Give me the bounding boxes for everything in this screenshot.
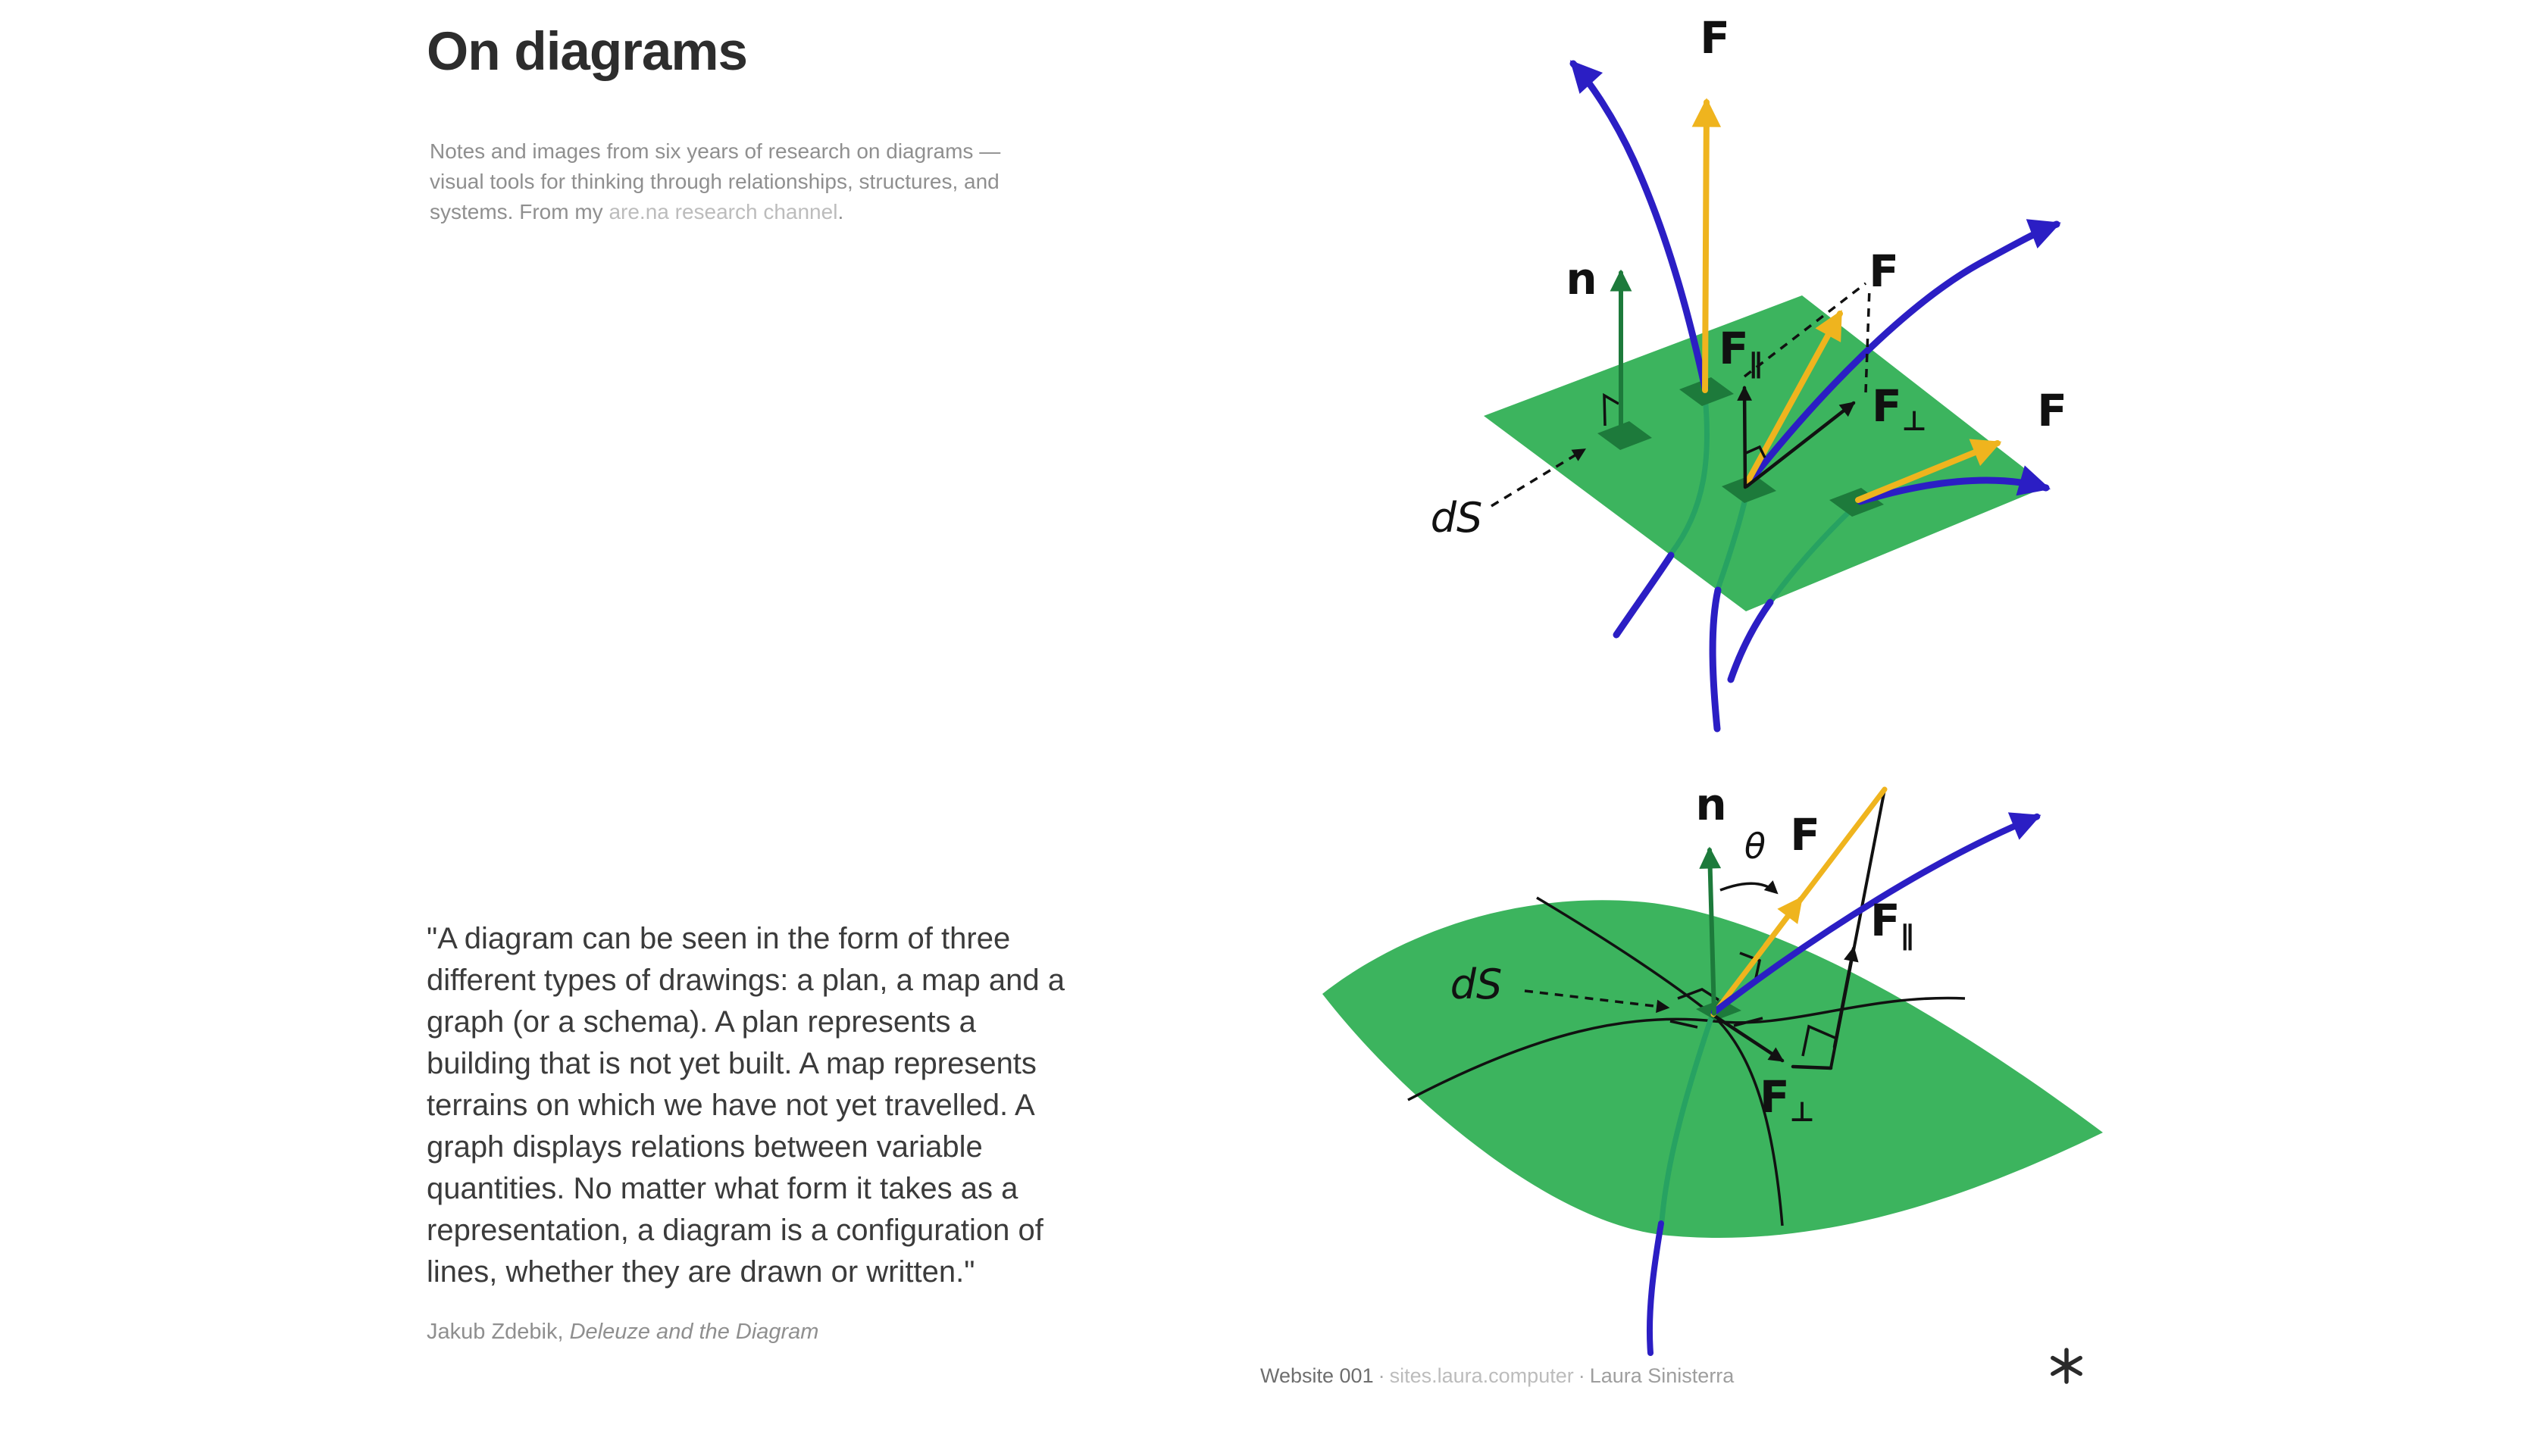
dS-square-3 bbox=[1722, 474, 1776, 503]
quote-work-title: Deleuze and the Diagram bbox=[563, 1320, 819, 1344]
f-perpendicular-arrow bbox=[1744, 401, 1856, 489]
f-parallel-arrow bbox=[1737, 386, 1753, 489]
label-theta: θ bbox=[1744, 826, 1766, 867]
right-angle-mark bbox=[1801, 1024, 1838, 1057]
force-vector-3 bbox=[1855, 439, 2002, 503]
intro-text: Notes and images from six years of resea… bbox=[430, 139, 1001, 223]
footer-separator-2: · bbox=[1578, 1364, 1585, 1387]
footer-site-link[interactable]: sites.laura.computer bbox=[1389, 1364, 1574, 1387]
intro-suffix: . bbox=[837, 200, 844, 223]
field-line-tail bbox=[1646, 1220, 1664, 1356]
field-line-2 bbox=[1744, 219, 2061, 487]
label-F-parallel: F∥ bbox=[1870, 895, 1914, 951]
force-vector-1 bbox=[1691, 98, 1722, 393]
field-line-1 bbox=[1569, 60, 1709, 392]
label-n: n bbox=[1566, 253, 1597, 305]
normal-vector-arrow bbox=[1699, 846, 1722, 1016]
field-lines-blue bbox=[1569, 60, 2061, 733]
quote-attribution: Jakub Zdebik, Deleuze and the Diagram bbox=[427, 1320, 818, 1345]
right-angle-mark-components bbox=[1745, 445, 1766, 458]
label-F-perpendicular: F⊥ bbox=[1872, 380, 1927, 437]
hidden-field-line-segments bbox=[1668, 392, 1858, 603]
footer-separator-1: · bbox=[1378, 1364, 1385, 1387]
label-dS: dS bbox=[1431, 494, 1483, 542]
field-line-1-tail bbox=[1613, 551, 1675, 639]
footer: Website 001·sites.laura.computer·Laura S… bbox=[1260, 1364, 1734, 1388]
quote-text: "A diagram can be seen in the form of th… bbox=[427, 922, 1065, 1289]
footer-author: Laura Sinisterra bbox=[1589, 1364, 1735, 1387]
component-construction-black bbox=[1713, 788, 1886, 1070]
f-parallel-arrow bbox=[1832, 946, 1859, 1049]
field-line-3-tail bbox=[1727, 598, 1774, 683]
right-angle-mark-normal bbox=[1603, 392, 1619, 426]
field-line-3 bbox=[1857, 465, 2051, 505]
label-dS: dS bbox=[1450, 961, 1503, 1008]
tangent-tick-marks bbox=[1669, 951, 1763, 1029]
page-title: On diagrams bbox=[427, 22, 748, 82]
theta-angle-arc bbox=[1719, 880, 1779, 895]
label-F-2: F bbox=[1869, 245, 1899, 297]
flux-diagram-flat-surface: F F F n F∥ F⊥ dS bbox=[1431, 12, 2067, 733]
curved-surface bbox=[1322, 900, 2103, 1239]
label-F-1: F bbox=[1700, 12, 1730, 64]
arena-research-channel-link[interactable]: are.na research channel bbox=[609, 200, 838, 223]
quote-author: Jakub Zdebik, bbox=[427, 1320, 564, 1344]
component-vectors-black bbox=[1737, 386, 1856, 489]
footer-site-label: Website 001 bbox=[1260, 1364, 1374, 1387]
label-F-perpendicular: F⊥ bbox=[1760, 1071, 1815, 1128]
f-perpendicular-arrow bbox=[1713, 1014, 1785, 1063]
flux-diagram-curved-surface: n θ F F∥ F⊥ dS bbox=[1322, 780, 2103, 1356]
construction-dashed-lines bbox=[1491, 282, 1871, 508]
label-F-parallel: F∥ bbox=[1719, 323, 1763, 380]
field-line-2-tail bbox=[1709, 586, 1722, 733]
label-F: F bbox=[1790, 809, 1820, 861]
dS-square-1 bbox=[1597, 421, 1652, 450]
intro-paragraph: Notes and images from six years of resea… bbox=[430, 136, 1045, 227]
dS-pointer-arrow bbox=[1491, 448, 1586, 508]
label-F-3: F bbox=[2037, 385, 2067, 436]
label-n: n bbox=[1695, 780, 1726, 830]
hidden-field-line-segment bbox=[1659, 1015, 1714, 1224]
field-line bbox=[1710, 812, 2041, 1016]
asterisk-icon[interactable] bbox=[2048, 1347, 2085, 1385]
force-vector-yellow bbox=[1710, 786, 1888, 1017]
